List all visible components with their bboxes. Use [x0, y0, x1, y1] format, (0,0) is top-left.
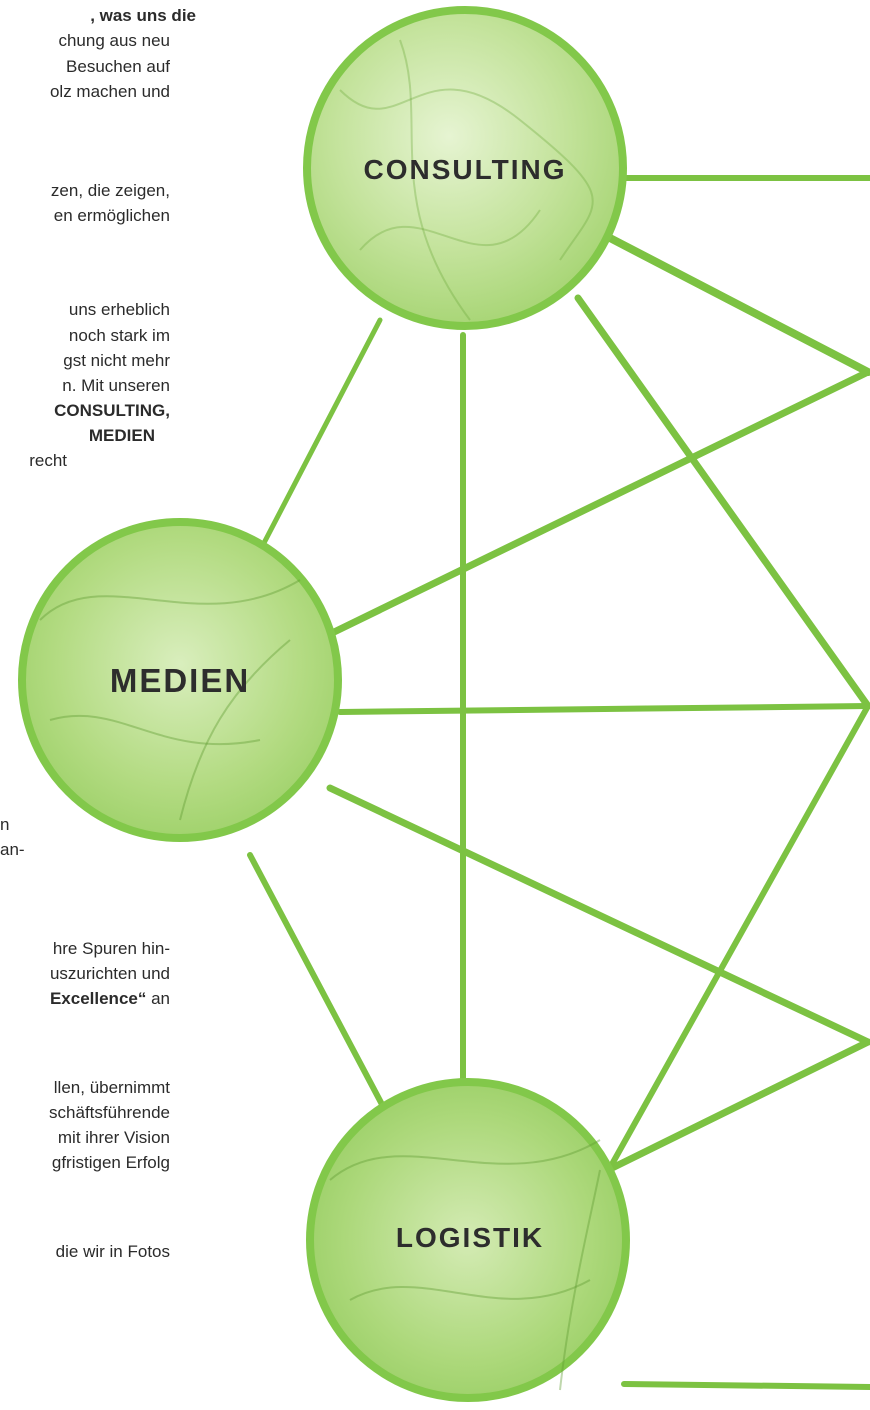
text-line: noch stark im — [0, 325, 170, 347]
text-run: recht — [29, 451, 67, 470]
medien-node — [18, 518, 342, 842]
text-line: gfristigen Erfolg — [0, 1152, 170, 1174]
text-line: uns erheblich — [0, 299, 170, 321]
text-run-bold: , was uns die — [90, 6, 196, 25]
text-run: mit ihrer Vision — [57, 1128, 170, 1147]
text-run: Besuchen auf — [66, 57, 170, 76]
text-line: recht — [0, 450, 67, 472]
text-run: hre Spuren hin- — [52, 939, 170, 958]
connector-line — [247, 852, 389, 1115]
text-run: en ermöglichen — [53, 206, 170, 225]
text-run: die wir in Fotos — [55, 1242, 170, 1261]
connector-lines — [247, 175, 870, 1390]
logistik-label: LOGISTIK — [395, 1222, 545, 1253]
text-run: n. Mit unseren — [62, 376, 170, 395]
text-run: chung aus neu — [58, 31, 170, 50]
text-run: n — [0, 815, 10, 834]
text-run: uns erheblich — [68, 300, 170, 319]
connector-line — [326, 368, 870, 638]
text-run: gfristigen Erfolg — [51, 1153, 170, 1172]
connector-line — [575, 703, 870, 1228]
text-line: Besuchen auf — [0, 56, 170, 78]
text-line: CONSULTING, — [0, 400, 170, 422]
connector-line — [249, 317, 383, 569]
text-run: llen, übernimmt — [53, 1078, 170, 1097]
consulting-circle — [303, 6, 627, 330]
text-line: Excellence“ an — [0, 988, 170, 1010]
text-run: gst nicht mehr — [63, 351, 170, 370]
text-line: n. Mit unseren — [0, 375, 170, 397]
text-line: chung aus neu — [0, 30, 170, 52]
text-line: mit ihrer Vision — [0, 1127, 170, 1149]
text-line: zen, die zeigen, — [0, 180, 170, 202]
text-run: an- — [0, 840, 25, 859]
logistik-texture — [329, 1139, 601, 1391]
logistik-circle — [306, 1078, 630, 1402]
text-line: MEDIEN — [0, 425, 155, 447]
text-line: n — [0, 814, 9, 836]
medien-texture — [39, 579, 301, 821]
text-run: zen, die zeigen, — [50, 181, 170, 200]
text-run: noch stark im — [68, 326, 170, 345]
text-line: hre Spuren hin- — [0, 938, 170, 960]
text-run-bold: CONSULTING, — [54, 401, 170, 420]
logistik-node — [306, 1078, 630, 1402]
consulting-label: CONSULTING — [363, 154, 567, 185]
connector-line — [621, 1381, 870, 1390]
text-line: en ermöglichen — [0, 205, 170, 227]
connector-line — [606, 234, 870, 376]
text-line: an- — [0, 839, 25, 861]
text-line: olz machen und — [0, 81, 170, 103]
connector-line — [326, 784, 870, 1046]
medien-label: MEDIEN — [109, 662, 251, 699]
text-run: an — [146, 989, 170, 1008]
text-run: uszurichten und — [49, 964, 170, 983]
text-line: , was uns die — [0, 5, 196, 27]
connector-line — [574, 294, 870, 710]
connector-line — [337, 703, 870, 715]
text-line: gst nicht mehr — [0, 350, 170, 372]
text-line: llen, übernimmt — [0, 1077, 170, 1099]
text-run-bold: MEDIEN — [88, 426, 155, 445]
consulting-node — [303, 6, 627, 330]
connector-line — [600, 1038, 870, 1176]
text-run-bold: Excellence“ — [49, 989, 147, 1008]
consulting-texture — [339, 39, 594, 321]
text-run: schäftsführende — [49, 1103, 170, 1122]
text-line: schäftsführende — [0, 1102, 170, 1124]
text-run: olz machen und — [49, 82, 170, 101]
medien-circle — [18, 518, 342, 842]
text-line: uszurichten und — [0, 963, 170, 985]
text-line: die wir in Fotos — [0, 1241, 170, 1263]
